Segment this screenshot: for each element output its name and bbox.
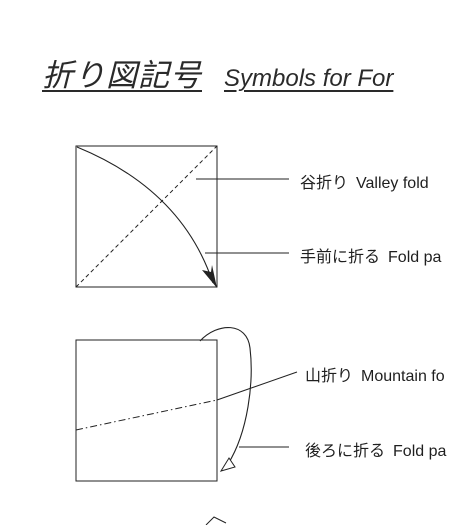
fold-front-arrowhead-icon [202, 265, 217, 288]
valley-paper-square [75, 145, 218, 288]
mountain-fold-dash-dot-line [75, 399, 218, 431]
mountain-fold-line-extension [216, 371, 298, 401]
valley-fold-figure [75, 145, 289, 288]
valley-fold-dashed-line [75, 145, 218, 288]
title-english: Symbols for For [224, 65, 394, 92]
next-figure-partial-arrow [205, 516, 227, 525]
fold-back-arrow [199, 327, 252, 465]
mountain-fold-figure [75, 327, 298, 482]
fold-back-arrowhead-icon [219, 457, 236, 472]
title-japanese: 折り図記号 [42, 58, 202, 94]
mountain-paper-square [75, 339, 218, 482]
page-title: 折り図記号 Symbols for For [42, 50, 393, 95]
fold-front-arrow [76, 146, 214, 284]
